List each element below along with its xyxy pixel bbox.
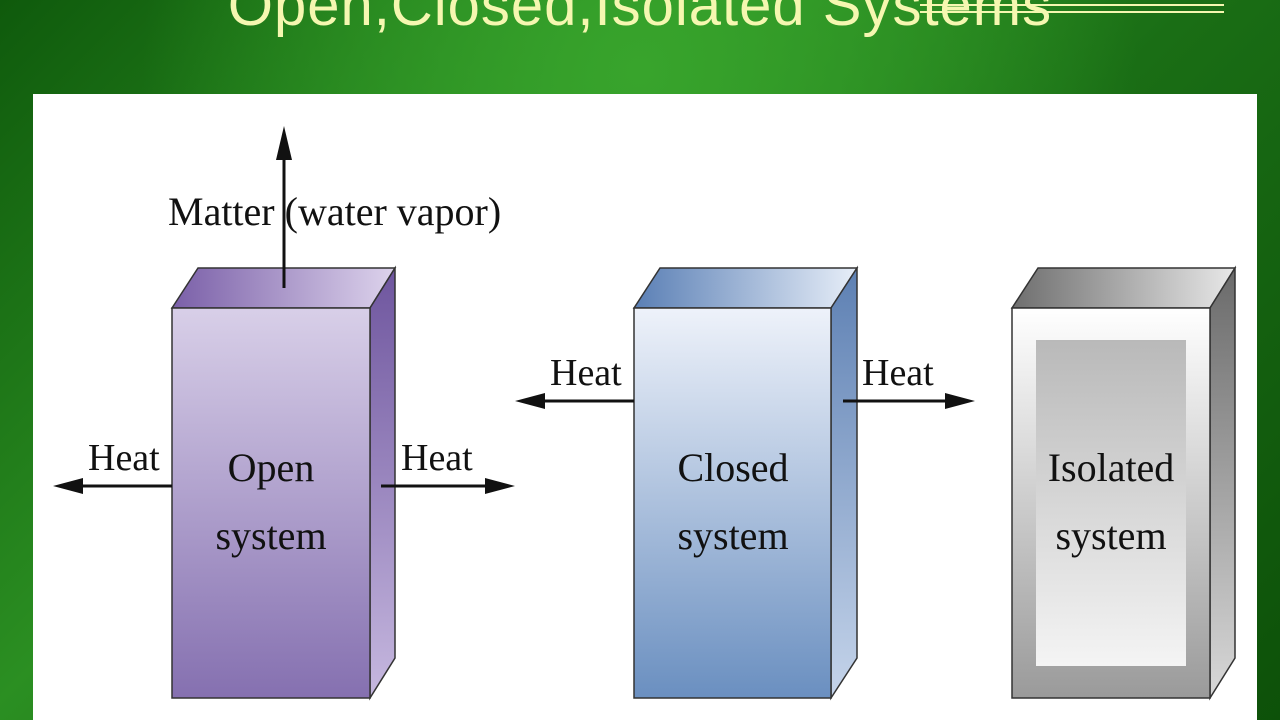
closed-system-label-line2: system	[677, 513, 788, 558]
open-heat-right-arrow	[381, 478, 515, 494]
open-system-label-line1: Open	[228, 445, 315, 490]
open-heat-left-arrow	[53, 478, 172, 494]
open-heat-left-label: Heat	[88, 437, 160, 479]
systems-diagram: Open system Matter (water vapor) Heat He…	[53, 126, 1237, 701]
title-decoration-lines	[920, 4, 1224, 13]
isolated-system-label-line1: Isolated	[1048, 445, 1175, 490]
matter-up-arrow	[276, 126, 292, 288]
closed-system-box	[632, 265, 859, 701]
open-system-box	[170, 265, 397, 701]
closed-heat-right-arrow	[843, 393, 975, 409]
closed-heat-left-label: Heat	[550, 352, 622, 394]
open-heat-right-label: Heat	[401, 437, 473, 479]
open-system-label-line2: system	[215, 513, 326, 558]
isolated-system-label-line2: system	[1055, 513, 1166, 558]
isolated-system-box	[1010, 265, 1237, 701]
closed-heat-left-arrow	[515, 393, 634, 409]
matter-label: Matter (water vapor)	[168, 189, 501, 234]
slide-title: Open,Closed,Isolated Systems	[227, 0, 1053, 38]
diagram-panel: Open system Matter (water vapor) Heat He…	[33, 94, 1257, 720]
closed-heat-right-label: Heat	[862, 352, 934, 394]
closed-system-label-line1: Closed	[677, 445, 788, 490]
